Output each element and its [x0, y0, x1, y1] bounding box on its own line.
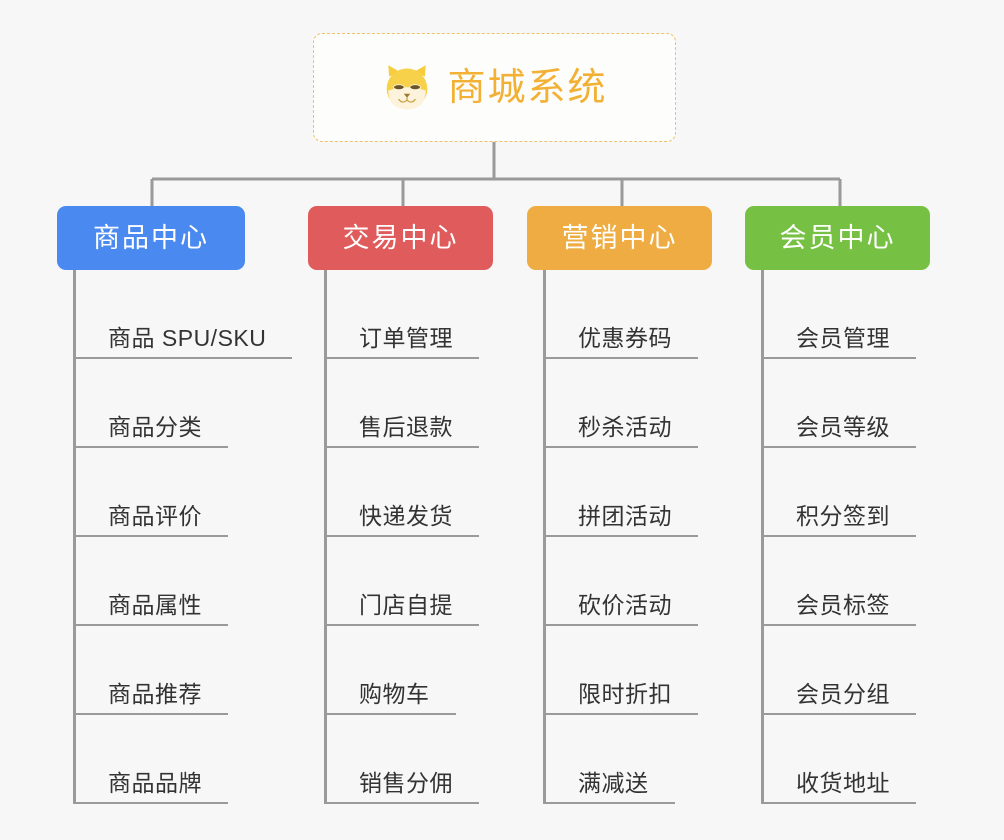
leaf-label: 拼团活动	[578, 503, 672, 529]
leaf-item[interactable]: 门店自提	[324, 537, 479, 626]
leaf-label: 商品 SPU/SKU	[108, 325, 267, 351]
leaf-item[interactable]: 秒杀活动	[543, 359, 698, 448]
leaf-underline: 商品评价	[74, 504, 228, 537]
category-box-trade-center[interactable]: 交易中心	[308, 206, 493, 270]
leaf-item[interactable]: 商品品牌	[73, 715, 292, 804]
leaf-underline: 商品 SPU/SKU	[74, 325, 293, 359]
leaf-label: 限时折扣	[578, 681, 672, 707]
category-box-product-center[interactable]: 商品中心	[57, 206, 245, 270]
category-label: 商品中心	[93, 222, 209, 253]
leaf-label: 会员等级	[796, 414, 890, 440]
leaf-item[interactable]: 订单管理	[324, 270, 479, 359]
leaf-underline: 收货地址	[762, 771, 916, 804]
leaf-underline: 积分签到	[762, 504, 916, 537]
leaf-underline: 会员标签	[762, 593, 916, 626]
leaf-item[interactable]: 满减送	[543, 715, 698, 804]
leaf-underline: 快递发货	[325, 504, 479, 537]
leaf-underline: 会员分组	[762, 682, 916, 715]
leaf-label: 商品推荐	[108, 681, 202, 707]
leaf-list-member-center: 会员管理会员等级积分签到会员标签会员分组收货地址	[761, 270, 916, 804]
leaf-underline: 限时折扣	[544, 682, 698, 715]
leaf-item[interactable]: 售后退款	[324, 359, 479, 448]
leaf-label: 购物车	[359, 681, 430, 707]
leaf-item[interactable]: 商品评价	[73, 448, 292, 537]
root-title: 商城系统	[447, 66, 608, 109]
leaf-item[interactable]: 购物车	[324, 626, 479, 715]
leaf-label: 会员管理	[796, 325, 890, 351]
leaf-underline: 商品分类	[74, 415, 228, 448]
leaf-item[interactable]: 会员分组	[761, 626, 916, 715]
leaf-underline: 销售分佣	[325, 771, 479, 804]
leaf-underline: 门店自提	[325, 593, 479, 626]
leaf-item[interactable]: 收货地址	[761, 715, 916, 804]
leaf-underline: 售后退款	[325, 415, 479, 448]
leaf-item[interactable]: 销售分佣	[324, 715, 479, 804]
leaf-underline: 砍价活动	[544, 593, 698, 626]
leaf-label: 商品属性	[108, 592, 202, 618]
category-box-member-center[interactable]: 会员中心	[745, 206, 930, 270]
leaf-item[interactable]: 商品属性	[73, 537, 292, 626]
leaf-label: 会员分组	[796, 681, 890, 707]
leaf-label: 商品品牌	[108, 770, 202, 796]
leaf-underline: 商品推荐	[74, 682, 228, 715]
leaf-underline: 商品品牌	[74, 771, 228, 804]
leaf-label: 商品评价	[108, 503, 202, 529]
leaf-item[interactable]: 商品推荐	[73, 626, 292, 715]
category-label: 营销中心	[561, 222, 678, 253]
leaf-item[interactable]: 会员管理	[761, 270, 916, 359]
leaf-underline: 会员管理	[762, 326, 916, 359]
leaf-underline: 秒杀活动	[544, 415, 698, 448]
leaf-item[interactable]: 快递发货	[324, 448, 479, 537]
column-spine-trade-center	[324, 270, 327, 804]
leaf-label: 销售分佣	[359, 770, 453, 796]
leaf-underline: 购物车	[325, 682, 456, 715]
leaf-label: 商品分类	[108, 414, 202, 440]
column-spine-product-center	[73, 270, 76, 804]
leaf-item[interactable]: 积分签到	[761, 448, 916, 537]
leaf-item[interactable]: 会员等级	[761, 359, 916, 448]
shiba-dog-icon	[387, 64, 428, 109]
leaf-item[interactable]: 会员标签	[761, 537, 916, 626]
leaf-label: 砍价活动	[578, 592, 672, 618]
leaf-label: 会员标签	[796, 592, 890, 618]
leaf-item[interactable]: 商品 SPU/SKU	[73, 270, 293, 359]
leaf-list-product-center: 商品 SPU/SKU 商品分类商品评价商品属性商品推荐商品品牌	[73, 270, 293, 804]
root-node[interactable]: 商城系统	[313, 33, 676, 142]
leaf-list-marketing-center: 优惠券码秒杀活动拼团活动砍价活动限时折扣满减送	[543, 270, 698, 804]
leaf-item[interactable]: 拼团活动	[543, 448, 698, 537]
leaf-item[interactable]: 限时折扣	[543, 626, 698, 715]
category-label: 交易中心	[342, 222, 459, 253]
category-box-marketing-center[interactable]: 营销中心	[527, 206, 712, 270]
leaf-item[interactable]: 优惠券码	[543, 270, 698, 359]
leaf-item[interactable]: 商品分类	[73, 359, 292, 448]
leaf-label: 售后退款	[359, 414, 453, 440]
leaf-list-trade-center: 订单管理售后退款快递发货门店自提购物车销售分佣	[324, 270, 479, 804]
leaf-label: 秒杀活动	[578, 414, 672, 440]
column-spine-member-center	[761, 270, 764, 804]
leaf-underline: 优惠券码	[544, 326, 698, 359]
leaf-label: 门店自提	[359, 592, 453, 618]
leaf-label: 订单管理	[359, 325, 453, 351]
leaf-underline: 会员等级	[762, 415, 916, 448]
leaf-label: 快递发货	[359, 503, 453, 529]
leaf-underline: 商品属性	[74, 593, 228, 626]
column-spine-marketing-center	[543, 270, 546, 804]
leaf-label: 积分签到	[796, 503, 890, 529]
leaf-label: 收货地址	[796, 770, 890, 796]
leaf-label: 优惠券码	[578, 325, 672, 351]
leaf-underline: 拼团活动	[544, 504, 698, 537]
category-label: 会员中心	[779, 222, 896, 253]
leaf-underline: 满减送	[544, 771, 675, 804]
leaf-underline: 订单管理	[325, 326, 479, 359]
leaf-item[interactable]: 砍价活动	[543, 537, 698, 626]
leaf-label: 满减送	[578, 770, 649, 796]
